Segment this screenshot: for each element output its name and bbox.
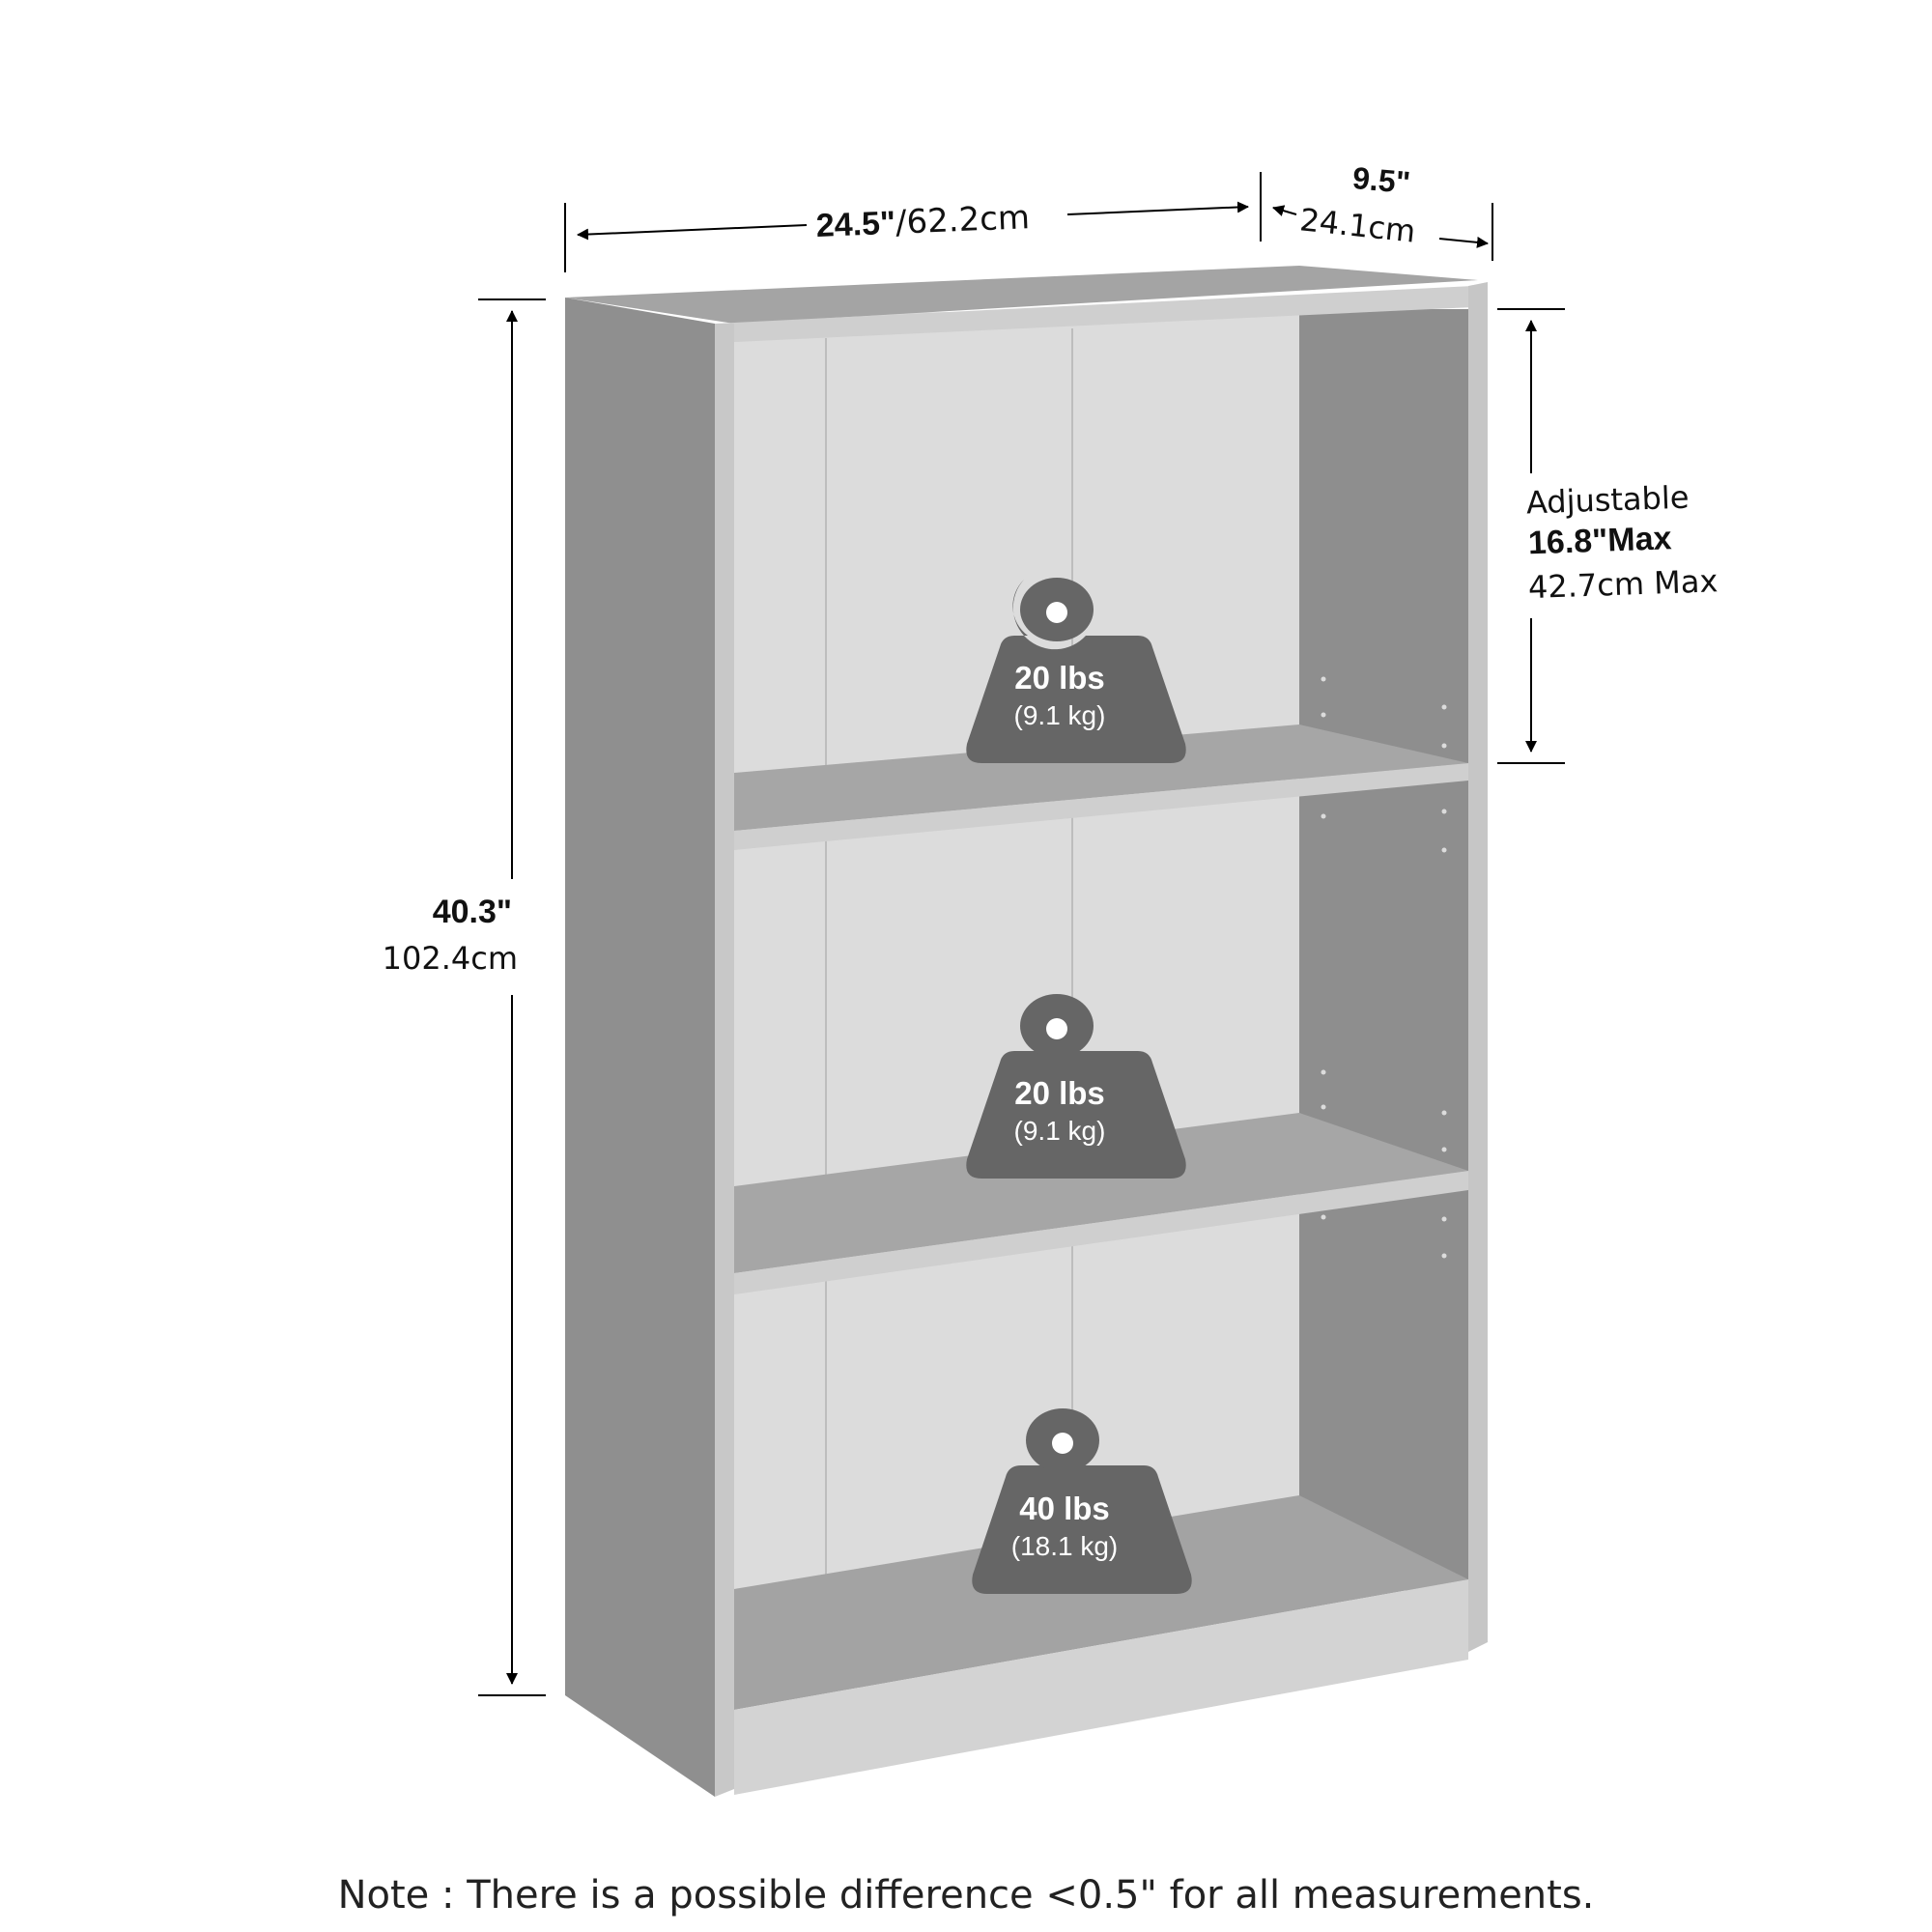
shelf-2-top: [734, 1113, 1468, 1273]
shelf-pin-holes: [1321, 676, 1447, 1259]
svg-text:24.5"/62.2cm: 24.5"/62.2cm: [815, 198, 1031, 245]
shelf-1-front: [734, 763, 1468, 850]
spacing-cm: 42.7cm Max: [1527, 562, 1719, 606]
width-dimension: 24.5"/62.2cm: [564, 172, 1262, 272]
shelf-2-front: [734, 1171, 1468, 1294]
width-cm: /62.2cm: [895, 198, 1030, 242]
bookcase: [565, 266, 1488, 1797]
weight-lbs-label: 40 lbs: [1019, 1491, 1110, 1526]
depth-dimension: 9.5" 24.1cm: [1272, 160, 1493, 261]
weight-icon-top-shelf: 20 lbs (9.1 kg): [966, 578, 1186, 763]
spacing-label: Adjustable: [1525, 479, 1690, 522]
weight-kg-label: (9.1 kg): [1014, 1116, 1106, 1146]
right-front-edge: [1468, 282, 1488, 1652]
height-dimension: 40.3" 102.4cm: [383, 298, 546, 1696]
height-cm: 102.4cm: [383, 940, 518, 977]
bottom-plinth: [734, 1579, 1468, 1795]
spacing-inches: 16.8"Max: [1527, 520, 1672, 561]
right-inner-wall: [1299, 309, 1473, 1647]
left-side-panel: [565, 298, 715, 1797]
weight-icon-bottom-shelf: 40 lbs (18.1 kg): [972, 1408, 1192, 1594]
top-panel-front-edge: [715, 286, 1473, 343]
weight-icon-middle-shelf: 20 lbs (9.1 kg): [966, 994, 1186, 1179]
weight-kg-label: (9.1 kg): [1014, 700, 1106, 730]
weight-lbs-label: 20 lbs: [1014, 660, 1105, 696]
top-panel: [565, 266, 1478, 324]
width-inches: 24.5": [815, 205, 896, 244]
shelf-spacing-dimension: Adjustable 16.8"Max 42.7cm Max: [1497, 308, 1719, 764]
measurement-note: Note : There is a possible difference <0…: [338, 1873, 1595, 1918]
height-inches: 40.3": [433, 894, 512, 930]
depth-cm: 24.1cm: [1298, 201, 1417, 249]
weight-kg-label: (18.1 kg): [1011, 1531, 1119, 1561]
shelf-1-top: [734, 724, 1468, 831]
depth-inches: 9.5": [1351, 160, 1412, 200]
back-panel: [734, 309, 1299, 1623]
bottom-shelf-top: [734, 1495, 1468, 1710]
left-front-edge: [715, 324, 734, 1797]
weight-lbs-label: 20 lbs: [1014, 1075, 1105, 1111]
